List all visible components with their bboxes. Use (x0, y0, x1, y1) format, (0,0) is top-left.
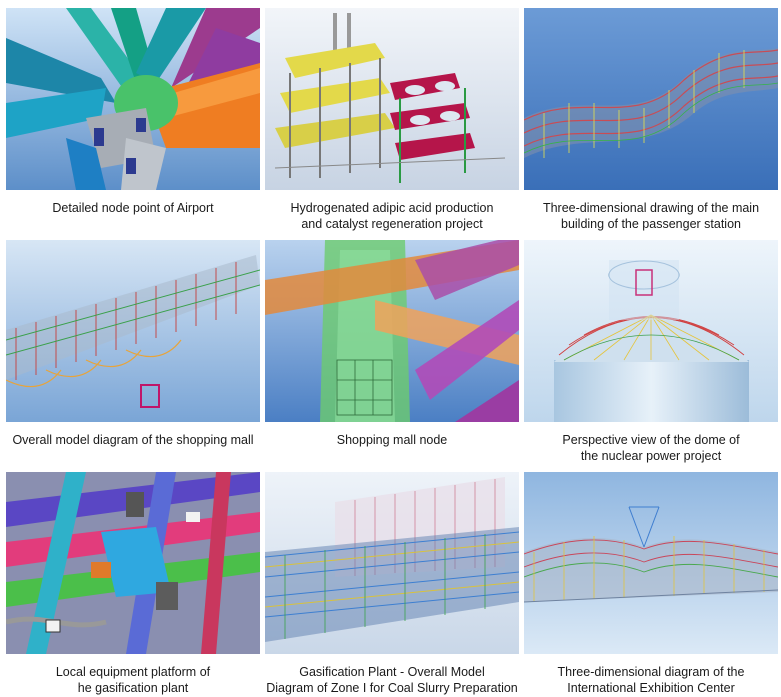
gallery-item-adipic-acid-project: Hydrogenated adipic acid production and … (265, 8, 519, 232)
caption-line: Diagram of Zone I for Coal Slurry Prepar… (266, 681, 518, 695)
caption-line: Three-dimensional diagram of the (557, 665, 745, 679)
caption-line: International Exhibition Center (567, 681, 735, 695)
caption-line: Perspective view of the dome of (562, 433, 740, 447)
caption: Detailed node point of Airport (6, 200, 260, 216)
image-shopping-mall-node (265, 240, 519, 422)
image-adipic-acid-project (265, 8, 519, 190)
caption-line: Detailed node point of Airport (52, 201, 214, 215)
caption: Local equipment platform of he gasificat… (6, 664, 260, 696)
gallery-item-passenger-station: Three-dimensional drawing of the main bu… (524, 8, 778, 232)
caption-line: Gasification Plant - Overall Model (299, 665, 485, 679)
gallery-item-shopping-mall-node: Shopping mall node (265, 240, 519, 448)
caption: Hydrogenated adipic acid production and … (265, 200, 519, 232)
caption: Shopping mall node (265, 432, 519, 448)
image-shopping-mall-model (6, 240, 260, 422)
image-exhibition-center (524, 472, 778, 654)
caption-line: he gasification plant (77, 681, 189, 695)
gallery-item-coal-slurry-zone: Gasification Plant - Overall Model Diagr… (265, 472, 519, 696)
gallery-item-exhibition-center: Three-dimensional diagram of the Interna… (524, 472, 778, 696)
gallery-item-shopping-mall-model: Overall model diagram of the shopping ma… (6, 240, 260, 448)
image-equipment-platform (6, 472, 260, 654)
caption-line: Hydrogenated adipic acid production (290, 201, 494, 215)
caption: Three-dimensional drawing of the main bu… (524, 200, 778, 232)
caption-line: Overall model diagram of the shopping ma… (12, 433, 254, 447)
gallery-item-equipment-platform: Local equipment platform of he gasificat… (6, 472, 260, 696)
image-nuclear-dome (524, 240, 778, 422)
caption-line: the nuclear power project (580, 449, 722, 463)
image-coal-slurry-zone (265, 472, 519, 654)
caption-line: Three-dimensional drawing of the main (542, 201, 760, 215)
caption: Gasification Plant - Overall Model Diagr… (265, 664, 519, 696)
caption-line: building of the passenger station (561, 217, 741, 231)
caption: Three-dimensional diagram of the Interna… (524, 664, 778, 696)
gallery-item-airport-node: Detailed node point of Airport (6, 8, 260, 216)
gallery-item-nuclear-dome: Perspective view of the dome of the nucl… (524, 240, 778, 464)
caption-line: Local equipment platform of (55, 665, 211, 679)
caption: Perspective view of the dome of the nucl… (524, 432, 778, 464)
image-airport-node (6, 8, 260, 190)
caption-line: and catalyst regeneration project (301, 217, 483, 231)
caption: Overall model diagram of the shopping ma… (6, 432, 260, 448)
caption-line: Shopping mall node (336, 433, 448, 447)
image-passenger-station (524, 8, 778, 190)
